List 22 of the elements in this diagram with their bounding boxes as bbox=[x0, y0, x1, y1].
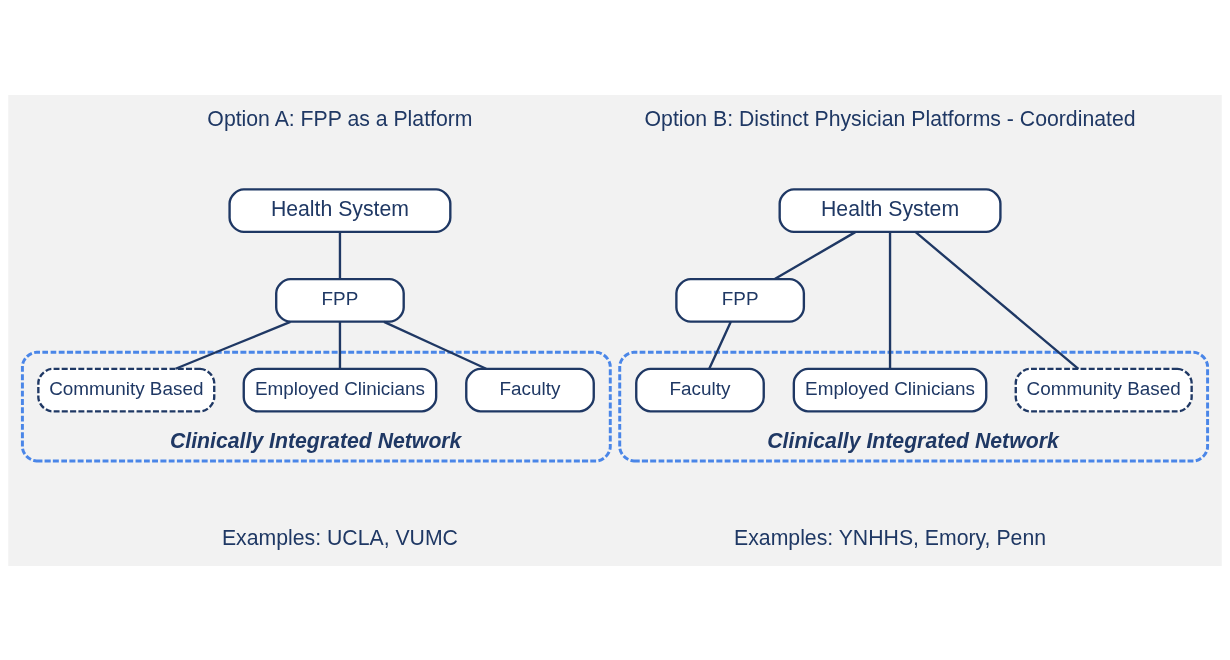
connector bbox=[774, 230, 856, 280]
node-box: FPP bbox=[675, 277, 806, 323]
node-box: Faculty bbox=[635, 367, 765, 413]
connector bbox=[338, 321, 342, 369]
connector bbox=[338, 231, 342, 279]
connector bbox=[708, 320, 732, 369]
connector bbox=[175, 320, 291, 370]
connector bbox=[888, 231, 892, 369]
node-box: Community Based bbox=[37, 367, 216, 413]
node-box: Employed Clinicians bbox=[242, 367, 438, 413]
node-box: Health System bbox=[228, 187, 452, 233]
connector bbox=[914, 230, 1080, 370]
node-box: Health System bbox=[778, 187, 1002, 233]
node-box: FPP bbox=[275, 277, 405, 323]
label: Option B: Distinct Physician Platforms - Coordinated bbox=[644, 106, 1136, 131]
label: Examples: YNHHS, Emory, Penn bbox=[734, 525, 1047, 550]
node-box: Faculty bbox=[465, 367, 595, 413]
node-box: Employed Clinicians bbox=[792, 367, 988, 413]
node-box: Community Based bbox=[1014, 367, 1193, 413]
connector bbox=[383, 320, 487, 370]
label: Examples: UCLA, VUMC bbox=[221, 525, 458, 550]
label: Option A: FPP as a Platform bbox=[207, 106, 473, 131]
